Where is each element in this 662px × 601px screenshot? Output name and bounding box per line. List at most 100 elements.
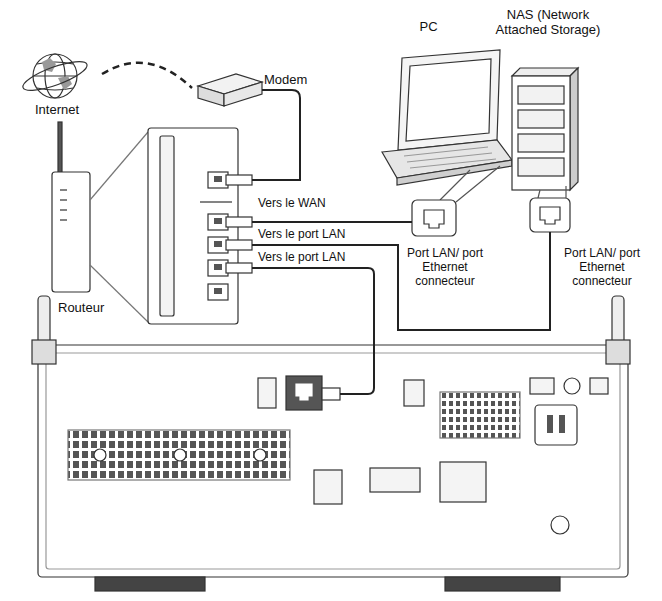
nas-icon <box>512 68 578 242</box>
router-port-panel <box>214 288 222 294</box>
lan-cable <box>252 242 550 330</box>
node-label: Internet <box>12 102 102 117</box>
receiver-back-panel <box>258 378 276 408</box>
node-label: PC <box>372 19 485 34</box>
receiver-back-panel <box>174 449 186 461</box>
router-icon <box>90 132 148 200</box>
laptop-icon <box>404 147 496 168</box>
router-port-panel <box>200 201 232 202</box>
receiver-back-panel <box>547 415 553 433</box>
router-port-panel <box>208 284 228 300</box>
nas-icon <box>512 76 570 190</box>
laptop-icon <box>398 50 500 150</box>
router-port-panel <box>226 217 252 227</box>
nas-icon <box>518 110 564 128</box>
receiver-back-panel <box>95 577 205 591</box>
receiver-back-panel <box>612 296 624 346</box>
receiver-back-panel <box>370 468 420 492</box>
port-label: Vers le port LAN <box>258 250 345 264</box>
globe-node: Internet <box>12 52 102 119</box>
nas-icon <box>530 198 570 232</box>
router-icon <box>60 189 67 190</box>
receiver-back-panel <box>314 470 342 504</box>
nas-icon <box>518 134 564 152</box>
internet-link <box>102 63 192 88</box>
receiver-back-panel <box>564 378 580 394</box>
router-port-panel <box>226 240 252 250</box>
router-port-panel <box>214 264 222 270</box>
receiver-back-panel <box>590 378 608 394</box>
receiver-back-panel <box>286 376 322 410</box>
lan-cable <box>252 108 300 180</box>
nas-icon <box>570 68 578 190</box>
router-icon <box>60 209 67 210</box>
receiver-back-panel <box>254 449 266 461</box>
receiver-back-panel <box>530 378 554 394</box>
globe-icon <box>20 54 90 98</box>
nas-node: NAS (Network Attached Storage) <box>488 5 608 242</box>
router-port-panel <box>214 241 222 247</box>
receiver-back-panel <box>551 516 569 534</box>
router-port-panel <box>208 237 228 253</box>
receiver-back-panel <box>606 340 630 364</box>
receiver-back-panel <box>440 392 520 438</box>
receiver-back-panel <box>46 353 620 569</box>
router-port-panel <box>148 128 252 324</box>
router-port-panel <box>208 172 228 188</box>
laptop-icon <box>372 221 412 223</box>
receiver-back-panel <box>94 449 106 461</box>
receiver-back-panel <box>68 430 290 480</box>
receiver-back-panel <box>440 462 486 502</box>
receiver-back-panel <box>322 388 340 400</box>
port-caption: Port LAN/ port Ethernet connecteur <box>406 246 484 288</box>
receiver-back-panel <box>559 415 565 433</box>
receiver-back-panel <box>32 296 630 591</box>
receiver-back-panel <box>535 405 577 445</box>
router-icon <box>58 122 62 174</box>
receiver-back-panel <box>32 340 56 364</box>
pc-node: PC <box>372 15 485 243</box>
laptop-icon <box>412 200 456 236</box>
modem-icon <box>224 82 262 106</box>
laptop-icon <box>440 166 500 202</box>
port-label: Vers le WAN <box>258 196 326 210</box>
receiver-back-panel <box>38 296 50 346</box>
lan-cable <box>252 221 372 223</box>
nas-icon <box>512 68 578 76</box>
nas-icon <box>518 86 564 104</box>
lan-cable <box>252 268 374 394</box>
modem-icon <box>262 90 300 110</box>
node-label: NAS (Network Attached Storage) <box>488 7 608 37</box>
nas-icon <box>549 232 551 242</box>
receiver-back-panel <box>38 345 628 577</box>
router-icon <box>60 199 67 200</box>
router-node: Routeur <box>40 118 252 328</box>
router-icon <box>52 172 90 292</box>
receiver-back-panel <box>404 380 424 406</box>
receiver-back-panel <box>296 384 312 400</box>
laptop-icon <box>406 59 491 141</box>
router-port-panel <box>208 260 228 276</box>
nas-icon <box>518 158 564 176</box>
port-caption: Port LAN/ port Ethernet connecteur <box>563 246 641 288</box>
router-port-panel <box>214 176 222 182</box>
modem-node: Modem <box>192 68 310 108</box>
laptop-icon <box>424 210 444 228</box>
router-port-panel <box>160 136 174 316</box>
globe-icon <box>20 56 90 96</box>
globe-icon <box>33 75 77 76</box>
router-port-panel <box>226 175 252 185</box>
globe-icon <box>33 54 77 98</box>
laptop-icon <box>372 50 512 236</box>
router-icon <box>60 219 67 220</box>
router-port-panel <box>214 218 222 224</box>
router-port-panel <box>148 128 238 324</box>
router-port-panel <box>226 263 252 273</box>
nas-icon <box>538 186 566 198</box>
router-port-panel <box>208 214 228 230</box>
node-label: Routeur <box>58 300 128 315</box>
nas-icon <box>540 207 560 224</box>
receiver-back-panel <box>445 577 560 591</box>
